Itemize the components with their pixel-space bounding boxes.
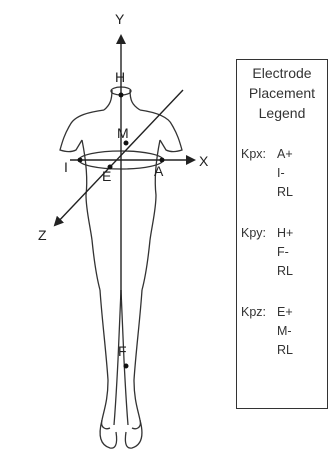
legend-group-name: Kpz: (241, 303, 266, 322)
electrode-i-label: I (64, 159, 68, 175)
legend-item: RL (277, 262, 327, 281)
legend-item: A+ (277, 145, 327, 164)
z-axis-label: Z (38, 227, 47, 243)
z-axis-line (55, 90, 183, 225)
electrode-a-dot (160, 158, 165, 163)
electrode-f-dot (124, 364, 129, 369)
electrode-f-label: F (118, 343, 127, 359)
electrode-m-label: M (117, 125, 129, 141)
legend-group-kpz: Kpz: E+ M- RL (241, 303, 327, 360)
legend-item: I- (277, 164, 327, 183)
legend-item: RL (277, 183, 327, 202)
legend-item: E+ (277, 303, 327, 322)
legend-group-kpx: Kpx: A+ I- RL (241, 145, 327, 202)
y-axis-label: Y (115, 11, 125, 27)
legend-item: F- (277, 243, 327, 262)
electrode-h-label: H (115, 69, 125, 85)
electrode-e-label: E (102, 168, 111, 184)
legend-title-line-1: Electrode (237, 63, 327, 83)
electrode-h-dot (119, 93, 124, 98)
electrode-a-label: A (154, 163, 164, 179)
legend-item: RL (277, 341, 327, 360)
legend-item: H+ (277, 224, 327, 243)
electrode-legend: Electrode Placement Legend Kpx: A+ I- RL… (236, 59, 328, 409)
legend-group-name: Kpy: (241, 224, 266, 243)
legend-group-name: Kpx: (241, 145, 266, 164)
electrode-m-dot (124, 141, 129, 146)
legend-title-line-2: Placement (237, 83, 327, 103)
electrode-i-dot (78, 158, 83, 163)
legend-group-kpy: Kpy: H+ F- RL (241, 224, 327, 281)
legend-title: Electrode Placement Legend (237, 63, 327, 123)
legend-item: M- (277, 322, 327, 341)
x-axis-label: X (199, 153, 209, 169)
legend-title-line-3: Legend (237, 103, 327, 123)
